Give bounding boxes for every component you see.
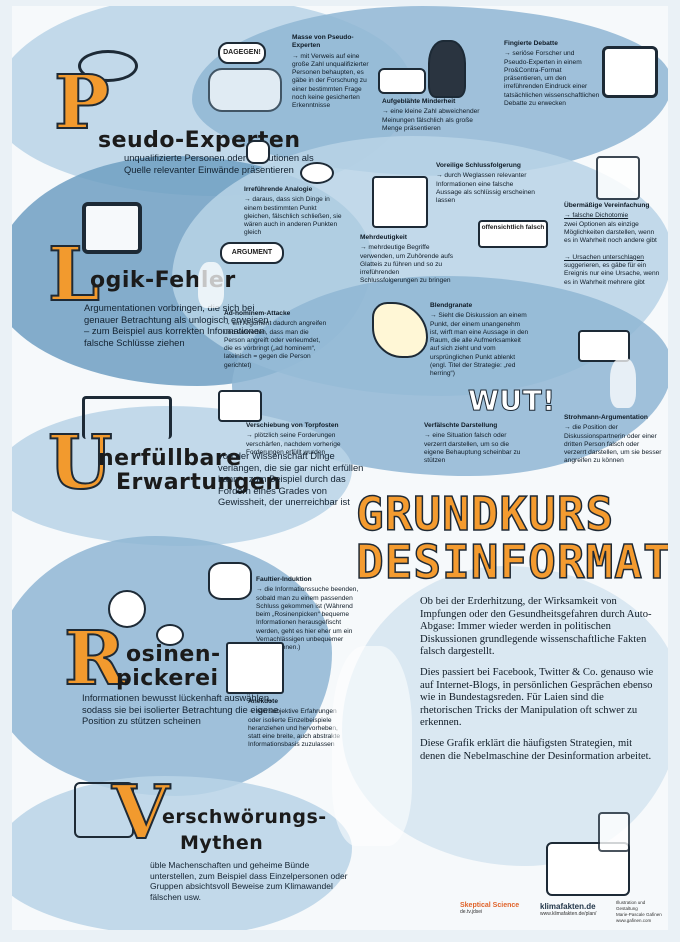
card-strohmann: Strohmann-Argumentation→ die Position de… — [564, 414, 662, 465]
signpost-icon — [596, 156, 640, 200]
person-speaker-icon — [198, 262, 224, 308]
puppet-master-icon — [74, 782, 134, 838]
turtle-icon — [300, 162, 334, 184]
card-verfaelschte-darstellung: Verfälschte Darstellung→ eine Situation … — [424, 422, 521, 465]
card-uebermaessige-vereinfachung: Übermäßige Vereinfachung → falsche Dicho… — [564, 202, 660, 286]
cloud-u — [12, 406, 352, 546]
flashlight-icon — [378, 68, 426, 94]
tv-debate-icon — [602, 46, 658, 98]
poster-title: GRUNDKURS DESINFORMATION — [355, 487, 668, 589]
card-voreilige-schlussfolgerung: Voreilige Schlussfolgerung→ durch Weglas… — [436, 162, 535, 205]
illustration-credit: Illustration und Gestaltung Marie-Pascal… — [616, 900, 662, 923]
verschwoerungs-desc: üble Machenschaften und geheime Bünde un… — [150, 860, 348, 902]
unerfuellbare-desc: von der Wissenschaft Dinge verlangen, di… — [218, 450, 364, 507]
impossible-triangle-icon — [82, 202, 142, 254]
rosinen-desc: Informationen bewusst lückenhaft auswähl… — [82, 692, 279, 726]
letter-p: P — [53, 60, 111, 146]
puzzle-icon — [372, 176, 428, 228]
poster: P seudo-Experten unqualifizierte Persone… — [12, 6, 668, 930]
intro-paragraph-2: Dies passiert bei Facebook, Twitter & Co… — [420, 666, 654, 729]
cake-icon — [156, 624, 184, 646]
title-line-1: GRUNDKURS — [355, 487, 615, 541]
card-mehrdeutigkeit: Mehrdeutigkeit→ mehrdeutige Begriffe ver… — [360, 234, 454, 285]
logik-fehler-desc: Argumentationen vorbringen, die sich bei… — [84, 302, 269, 348]
verschwoerungs-heading-2: Mythen — [180, 832, 264, 854]
verschwoerungs-heading-1: erschwörungs- — [162, 806, 327, 828]
offensichtlich-falsch-sign: offensichtlich falsch — [478, 220, 548, 248]
shadow-figure-icon — [428, 40, 466, 98]
wut-lettering: WUT! — [468, 384, 556, 418]
card-aufgeblaehte-minderheit: Aufgeblähte Minderheit→ eine kleine Zahl… — [382, 98, 480, 132]
person-strawman-icon — [610, 358, 636, 408]
card-masse-pseudo-experten: Masse von Pseudo-Experten→ mit Verweis a… — [292, 34, 369, 110]
letter-v: V — [111, 770, 170, 856]
rosinen-heading-1: osinen- — [126, 642, 221, 667]
unerfuellbare-heading-1: nerfüllbare — [98, 446, 242, 471]
card-irrefuehrende-analogie: Irreführende Analogie→ daraus, dass sich… — [244, 186, 342, 237]
glasses-icon — [78, 50, 138, 82]
bird-icon — [246, 140, 270, 164]
letter-u: U — [47, 420, 114, 506]
letter-l: L — [47, 232, 101, 318]
argument-speech-bubble: ARGUMENT — [220, 242, 284, 264]
title-line-2: DESINFORMATION — [355, 535, 668, 589]
intro-text: Ob bei der Erderhitzung, der Wirksamkeit… — [420, 596, 658, 771]
rosinen-heading-2: pickerei — [116, 666, 219, 691]
cherry-picking-hand-icon — [108, 590, 146, 628]
goalpost-icon — [82, 396, 172, 439]
card-torpfosten: Verschiebung von Torpfosten→ plötzlich s… — [246, 422, 341, 456]
sloth-icon — [208, 562, 252, 600]
card-ad-hominem: Ad-hominem-Attacke→ ein Argument dadurch… — [224, 310, 327, 369]
dagegen-speech-bubble: DAGEGEN! — [218, 42, 266, 64]
canister-icon — [598, 812, 630, 852]
fog-figure-illustration — [332, 646, 412, 846]
moved-goalpost-icon — [218, 390, 262, 422]
scarecrow-sign-icon — [578, 330, 630, 362]
intro-paragraph-1: Ob bei der Erderhitzung, der Wirksamkeit… — [420, 596, 652, 658]
pseudo-experten-desc: unqualifizierte Personen oder Institutio… — [124, 152, 314, 175]
crowd-icon — [208, 68, 282, 112]
card-anekdote: Anekdote→ rein subjektive Erfahrungen od… — [248, 698, 341, 749]
letter-r: R — [63, 616, 126, 702]
intro-paragraph-3: Diese Grafik erklärt die häufigsten Stra… — [420, 737, 652, 762]
unerfuellbare-heading-2: Erwartungen — [116, 470, 282, 495]
cloud-v — [12, 776, 352, 930]
pseudo-experten-heading: seudo-Experten — [98, 128, 301, 153]
card-blendgranate: Blendgranate→ Sieht die Diskussion an ei… — [430, 302, 529, 378]
card-fingierte-debatte: Fingierte Debatte→ seriöse Forscher und … — [504, 40, 600, 108]
photos-icon — [226, 642, 284, 694]
